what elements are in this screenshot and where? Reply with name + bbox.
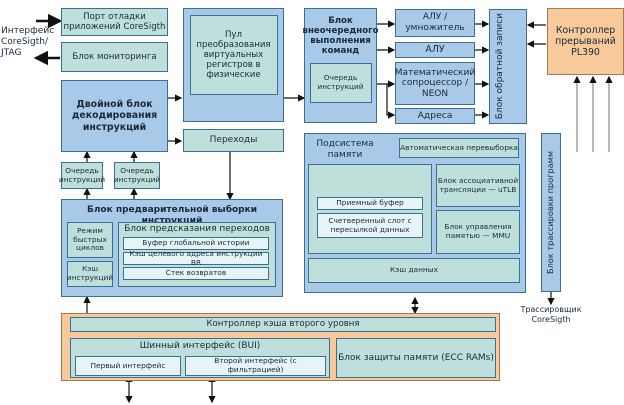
ooo-queue-block: Очередь инструкций [309, 62, 372, 103]
l2-controller-block: Контроллер кэша второго уровня [70, 317, 496, 332]
l2-cache-container: Контроллер кэша второго уровня Шинный ин… [61, 313, 500, 381]
dual-decode-block: Двойной блок декодирования инструкций [61, 80, 168, 152]
trace-label: Блок трассировки программ [545, 150, 556, 275]
ooo-exec-title: Блок внеочередного выполнения команд [302, 16, 379, 57]
utlb-block: Блок ассоциативной трансляции — uTLB [436, 164, 520, 207]
debug-port-block: Порт отладки приложений CoreSigth [61, 8, 168, 36]
instruction-queue-2: Очередь инструкций [114, 162, 160, 189]
memory-subsystem-title: Подсистема памяти [316, 139, 374, 160]
instruction-queue-1: Очередь инструкций [59, 162, 105, 189]
math-coprocessor-block: Математический сопроцессор / NEON [395, 62, 475, 105]
branch-prediction-title: Блок предсказания переходов [124, 224, 270, 234]
prefetch-block: Блок предварительной выборки инструкций … [61, 199, 283, 297]
bus-interface-title: Шинный интерфейс (BUI) [139, 341, 261, 351]
global-history-buffer: Буфер глобальной истории [123, 237, 269, 250]
monitoring-block: Блок мониторинга [61, 42, 168, 72]
first-interface-block: Первый интерфейс [75, 356, 181, 376]
ooo-exec-block: Блок внеочередного выполнения команд Оче… [303, 8, 379, 123]
alu-multiplier-block: АЛУ / умножитель [395, 9, 475, 37]
memory-subsystem-block: Подсистема памяти Автоматическая перевыб… [304, 133, 526, 293]
trace-block: Блок трассировки программ [541, 133, 561, 292]
auto-prefetch-block: Автоматическая перевыборка [399, 138, 519, 158]
coresight-tracer-label: Трассировщик CoreSigth [520, 305, 582, 324]
branches-block: Переходы [183, 129, 284, 152]
coresight-interface-label: Интерфейс CoreSigth/ JTAG [1, 26, 55, 58]
load-store-block: Приемный буфер Счетверенный слот с перес… [308, 164, 432, 254]
quad-slot-block: Счетверенный слот с пересылкой данных [317, 213, 423, 238]
writeback-block: Блок обратной записи [489, 9, 527, 124]
register-pool-container: Пул преобразования виртуальных регистров… [183, 8, 284, 122]
data-cache-block: Кэш данных [308, 258, 520, 283]
return-stack: Стек возвратов [123, 267, 269, 280]
bus-interface-block: Шинный интерфейс (BUI) Первый интерфейс … [70, 338, 330, 378]
alu-block: АЛУ [395, 42, 475, 58]
arrow-ooo-addr [386, 84, 396, 119]
ecc-block: Блок защиты памяти (ECC RAMs) [336, 338, 496, 378]
writeback-label: Блок обратной записи [495, 13, 505, 120]
mmu-block: Блок управления памятью — MMU [436, 210, 520, 254]
prefetch-title: Блок предварительной выборки инструкций [86, 205, 258, 226]
branch-prediction-block: Блок предсказания переходов Буфер глобал… [118, 222, 276, 287]
interrupt-controller-block: Контроллер прерываний PL390 [547, 8, 624, 75]
addresses-block: Адреса [395, 108, 475, 124]
receive-buffer-block: Приемный буфер [317, 197, 423, 210]
register-pool-block: Пул преобразования виртуальных регистров… [189, 15, 278, 95]
second-interface-block: Второй интерфейс (с фильтрацией) [185, 356, 326, 376]
branch-target-cache: Кэш целевого адреса инструкции BR [123, 249, 269, 266]
instruction-cache-block: Кэш инструкций [67, 261, 113, 287]
fast-loop-block: Режим быстрых циклов [67, 222, 113, 258]
